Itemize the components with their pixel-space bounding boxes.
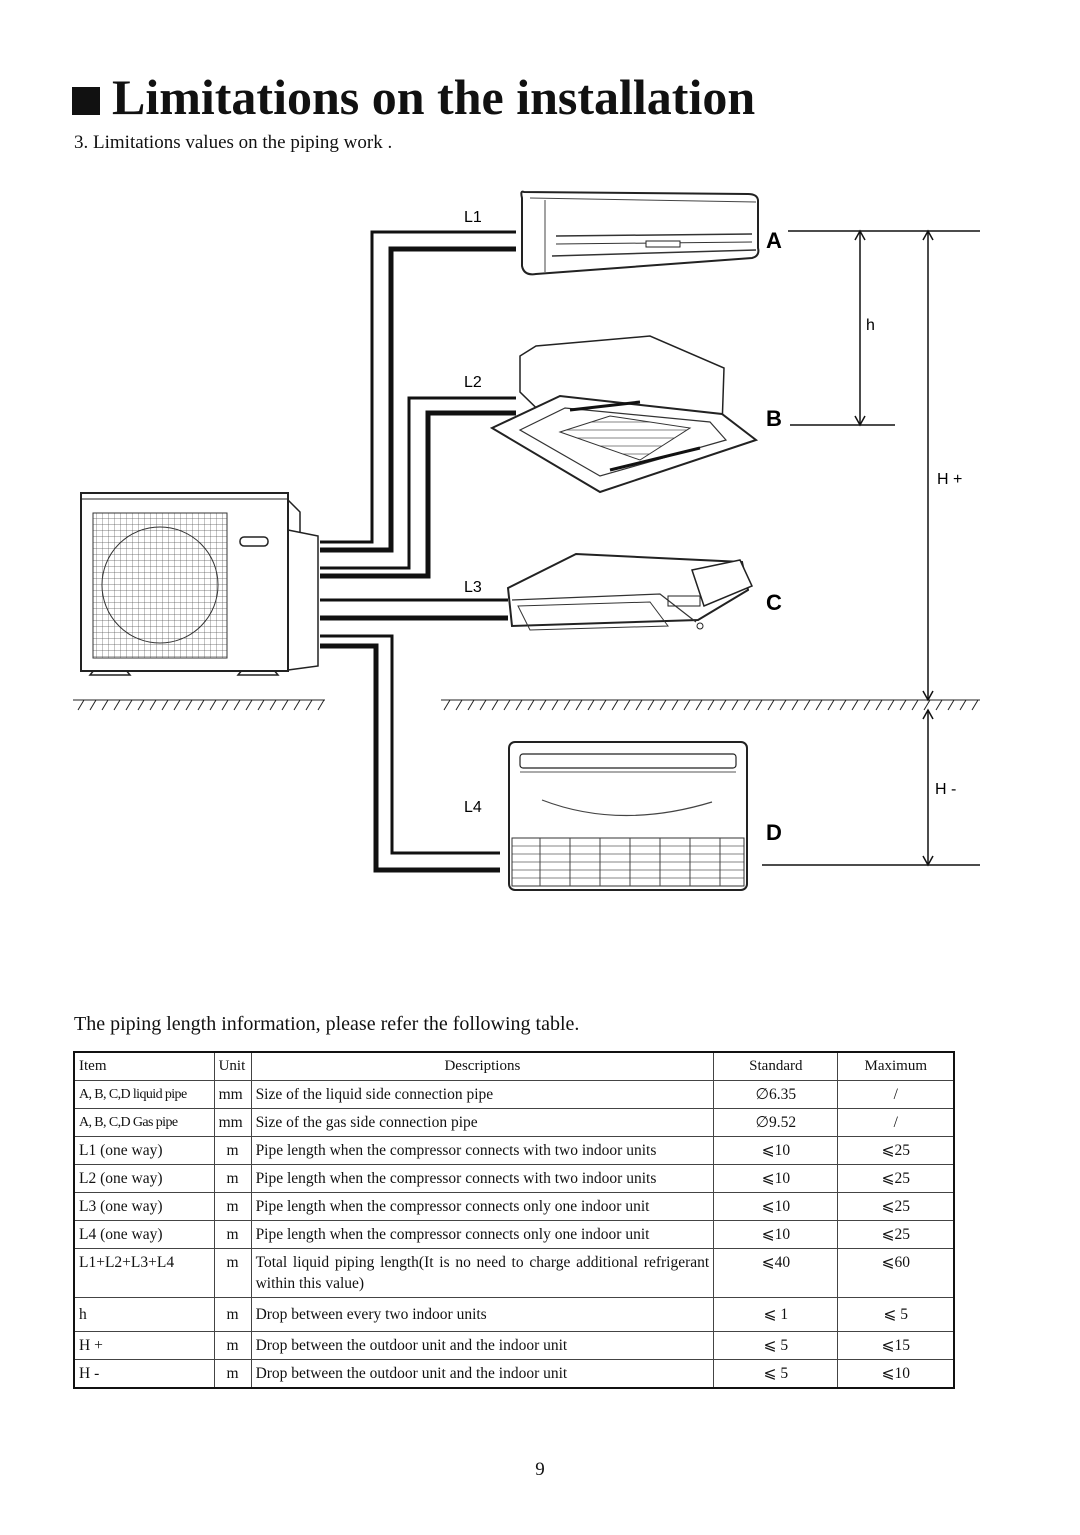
cell-max: ⩽25	[837, 1136, 955, 1165]
table-row: H + m Drop between the outdoor unit and …	[73, 1331, 955, 1360]
cell-unit: m	[213, 1331, 252, 1360]
section-subtitle: 3. Limitations values on the piping work…	[74, 132, 393, 153]
cell-desc: Pipe length when the compressor connects…	[250, 1192, 715, 1221]
cell-desc: Size of the liquid side connection pipe	[250, 1080, 715, 1109]
ground-left	[73, 699, 325, 711]
label-h: h	[866, 317, 875, 334]
cell-max: ⩽ 5	[837, 1297, 955, 1332]
cell-unit: m	[213, 1359, 252, 1389]
label-h-minus: H -	[935, 781, 956, 798]
table-row: h m Drop between every two indoor units …	[73, 1297, 955, 1332]
cell-std: ⩽ 1	[713, 1297, 839, 1332]
cell-unit: mm	[213, 1108, 252, 1137]
cell-max: /	[837, 1080, 955, 1109]
indoor-unit-duct	[506, 552, 754, 631]
pipe-l3	[320, 598, 508, 621]
cell-desc: Total liquid piping length(It is no need…	[250, 1248, 715, 1298]
cell-std: ⩽40	[713, 1248, 839, 1298]
cell-std: ∅9.52	[713, 1108, 839, 1137]
cell-unit: m	[213, 1220, 252, 1249]
label-unit-c: C	[766, 590, 782, 615]
cell-std: ⩽ 5	[713, 1359, 839, 1389]
label-l1: L1	[464, 209, 482, 226]
cell-std: ∅6.35	[713, 1080, 839, 1109]
cell-std: ⩽10	[713, 1136, 839, 1165]
label-unit-b: B	[766, 406, 782, 431]
cell-desc: Drop between the outdoor unit and the in…	[250, 1359, 715, 1389]
cell-std: ⩽10	[713, 1220, 839, 1249]
cell-max: ⩽25	[837, 1220, 955, 1249]
cell-max: ⩽60	[837, 1248, 955, 1298]
indoor-unit-cassette	[489, 335, 759, 494]
table-row: A, B, C,D Gas pipe mm Size of the gas si…	[73, 1108, 955, 1137]
cell-std: ⩽10	[713, 1192, 839, 1221]
header-standard: Standard	[713, 1051, 839, 1081]
page-title: Limitations on the installation	[72, 62, 755, 132]
cell-unit: mm	[213, 1080, 252, 1109]
header-descriptions: Descriptions	[250, 1051, 715, 1081]
header-maximum: Maximum	[837, 1051, 955, 1081]
indoor-unit-floor-ceiling	[508, 741, 748, 891]
cell-max: /	[837, 1108, 955, 1137]
cell-max: ⩽15	[837, 1331, 955, 1360]
cell-item: H -	[73, 1359, 215, 1389]
table-row: A, B, C,D liquid pipe mm Size of the liq…	[73, 1080, 955, 1109]
outdoor-unit	[80, 492, 319, 676]
label-l2: L2	[464, 374, 482, 391]
cell-item: A, B, C,D Gas pipe	[73, 1108, 215, 1137]
page-number: 9	[535, 1459, 545, 1480]
cell-item: L1+L2+L3+L4	[73, 1248, 215, 1298]
table-row: H - m Drop between the outdoor unit and …	[73, 1359, 955, 1389]
cell-desc: Size of the gas side connection pipe	[250, 1108, 715, 1137]
cell-std: ⩽ 5	[713, 1331, 839, 1360]
table-row: L2 (one way) m Pipe length when the comp…	[73, 1164, 955, 1193]
cell-item: L1 (one way)	[73, 1136, 215, 1165]
cell-item: L2 (one way)	[73, 1164, 215, 1193]
indoor-unit-wall-mounted	[520, 190, 760, 276]
cell-unit: m	[213, 1192, 252, 1221]
pipe-l1	[320, 230, 516, 553]
cell-unit: m	[213, 1136, 252, 1165]
piping-spec-table: Item Unit Descriptions Standard Maximum …	[73, 1051, 955, 1389]
page-title-text: Limitations on the installation	[112, 69, 756, 125]
cell-max: ⩽25	[837, 1192, 955, 1221]
cell-desc: Drop between every two indoor units	[250, 1297, 715, 1332]
cell-max: ⩽25	[837, 1164, 955, 1193]
cell-std: ⩽10	[713, 1164, 839, 1193]
table-row: L1+L2+L3+L4 m Total liquid piping length…	[73, 1248, 955, 1298]
header-item: Item	[73, 1051, 215, 1081]
piping-diagram: L1 L2 L3 L4 A B C D h H + H -	[73, 190, 980, 891]
cell-desc: Pipe length when the compressor connects…	[250, 1220, 715, 1249]
label-unit-d: D	[766, 820, 782, 845]
table-intro: The piping length information, please re…	[74, 1013, 580, 1035]
label-l4: L4	[464, 799, 482, 816]
table-row: L4 (one way) m Pipe length when the comp…	[73, 1220, 955, 1249]
cell-unit: m	[213, 1164, 252, 1193]
table-row: L1 (one way) m Pipe length when the comp…	[73, 1136, 955, 1165]
cell-item: A, B, C,D liquid pipe	[73, 1080, 215, 1109]
title-square-icon	[72, 87, 100, 115]
cell-unit: m	[213, 1248, 252, 1298]
ground-right	[441, 699, 980, 711]
cell-item: h	[73, 1297, 215, 1332]
cell-item: L4 (one way)	[73, 1220, 215, 1249]
label-unit-a: A	[766, 228, 782, 253]
height-dimension-lines	[762, 229, 980, 867]
cell-item: L3 (one way)	[73, 1192, 215, 1221]
table-header-row: Item Unit Descriptions Standard Maximum	[73, 1051, 955, 1081]
cell-item: H +	[73, 1331, 215, 1360]
table-row: L3 (one way) m Pipe length when the comp…	[73, 1192, 955, 1221]
pipe-l2	[320, 396, 516, 579]
cell-unit: m	[213, 1297, 252, 1332]
cell-desc: Pipe length when the compressor connects…	[250, 1164, 715, 1193]
pipe-l4	[320, 634, 500, 873]
cell-max: ⩽10	[837, 1359, 955, 1389]
cell-desc: Pipe length when the compressor connects…	[250, 1136, 715, 1165]
header-unit: Unit	[213, 1051, 252, 1081]
label-h-plus: H +	[937, 471, 962, 488]
cell-desc: Drop between the outdoor unit and the in…	[250, 1331, 715, 1360]
label-l3: L3	[464, 579, 482, 596]
